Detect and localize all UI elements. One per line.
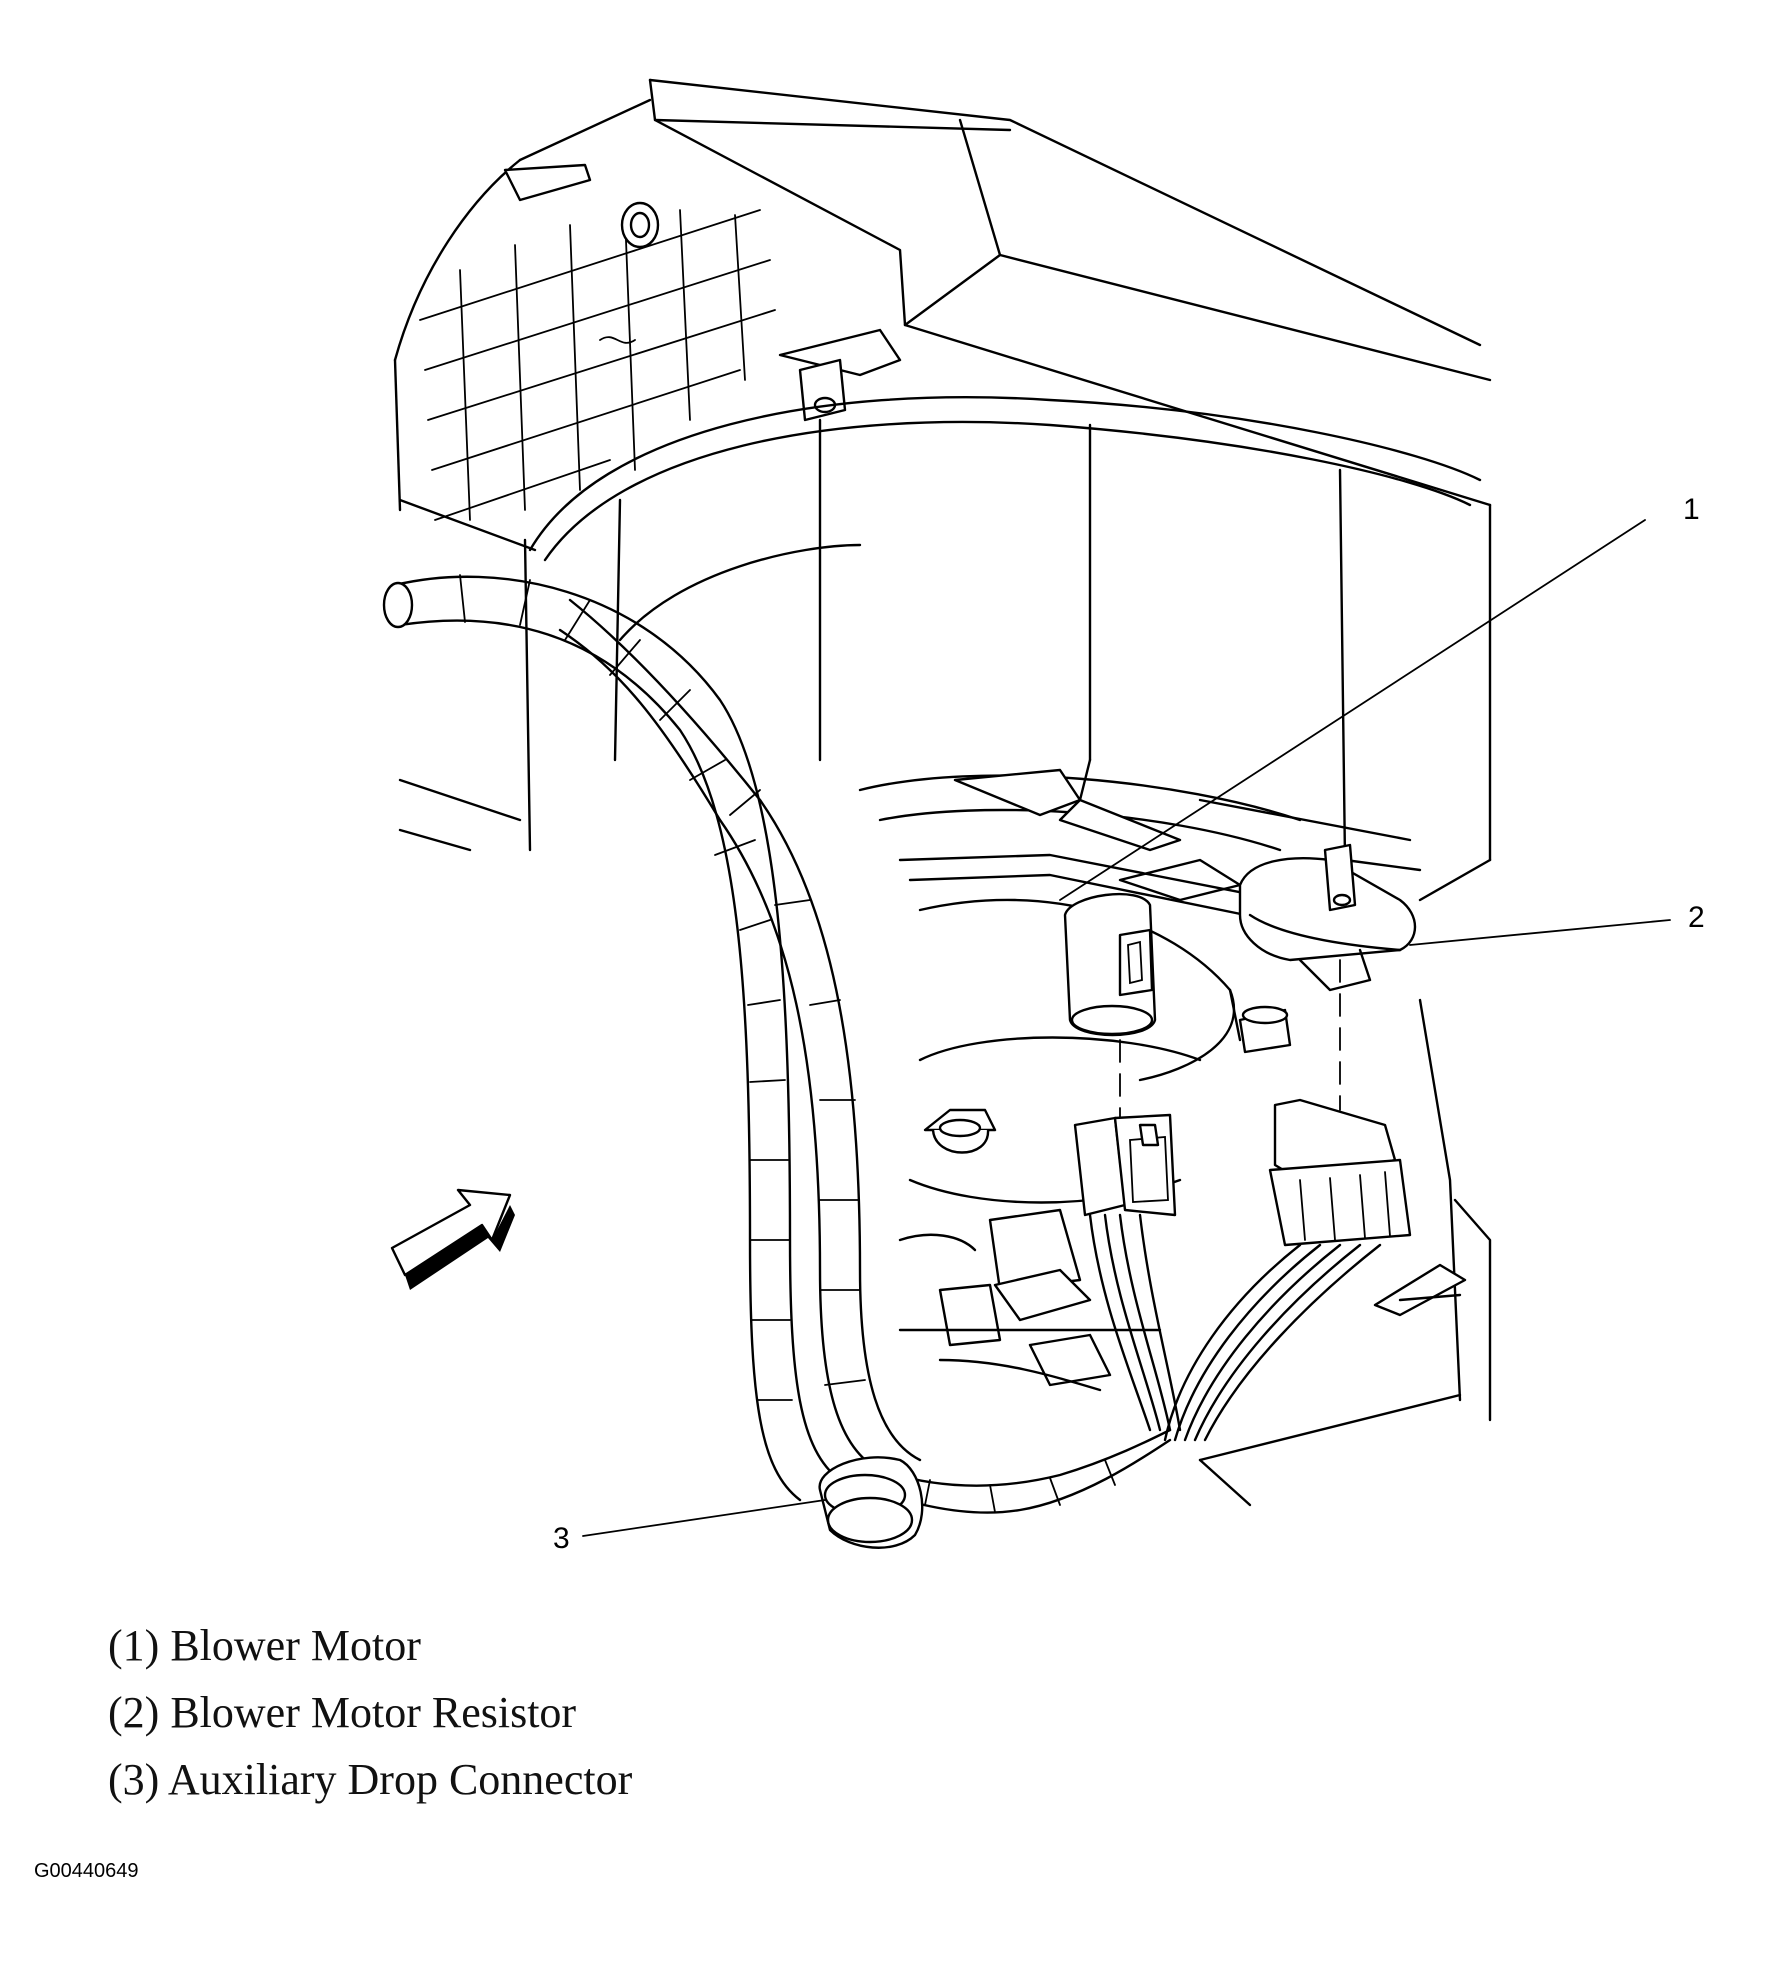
legend-item-3-text: Auxiliary Drop Connector — [167, 1755, 633, 1804]
legend-item-2: (2) Blower Motor Resistor — [108, 1679, 632, 1746]
callout-3-number: 3 — [553, 1522, 570, 1555]
legend-item-2-text: Blower Motor Resistor — [170, 1688, 577, 1737]
harness-wires — [1088, 1213, 1382, 1442]
housing-grille — [419, 209, 776, 521]
motor-mount-disk — [908, 898, 1242, 1204]
legend-item-3: (3) Auxiliary Drop Connector — [108, 1746, 632, 1813]
callout-3: 3 — [553, 1499, 826, 1555]
blower-motor-connector — [1063, 892, 1157, 1121]
hvac-housing — [393, 78, 1492, 902]
blower-fan-base — [858, 768, 1302, 922]
parts-legend: (1) Blower Motor (2) Blower Motor Resist… — [108, 1612, 632, 1813]
mounting-tab — [778, 328, 902, 422]
callout-1-number: 1 — [1683, 493, 1700, 526]
auxiliary-drop-connector — [818, 1456, 924, 1549]
forward-arrow-icon — [390, 1188, 515, 1290]
legend-item-2-number: (2) — [108, 1688, 160, 1737]
legend-item-3-number: (3) — [108, 1755, 160, 1804]
motor-harness-connector — [1073, 1113, 1177, 1217]
housing-left-panel — [398, 498, 537, 852]
blower-motor-resistor — [1238, 843, 1417, 1111]
wiring-harness — [382, 574, 1172, 1514]
housing-right-edge — [1198, 998, 1492, 1507]
figure-id: G00440649 — [34, 1860, 139, 1882]
callout-1: 1 — [1059, 493, 1700, 901]
resistor-harness-connector — [1268, 1098, 1412, 1247]
callout-2-number: 2 — [1688, 901, 1705, 934]
lower-brackets — [898, 1208, 1162, 1392]
blower-motor — [528, 396, 1482, 872]
legend-item-1-number: (1) — [108, 1621, 160, 1670]
legend-item-1: (1) Blower Motor — [108, 1612, 632, 1679]
direction-arrow-icon — [503, 163, 592, 202]
legend-item-1-text: Blower Motor — [170, 1621, 421, 1670]
mount-grommet — [1238, 1005, 1292, 1054]
callout-2: 2 — [1409, 901, 1705, 946]
housing-grommet — [620, 201, 660, 249]
